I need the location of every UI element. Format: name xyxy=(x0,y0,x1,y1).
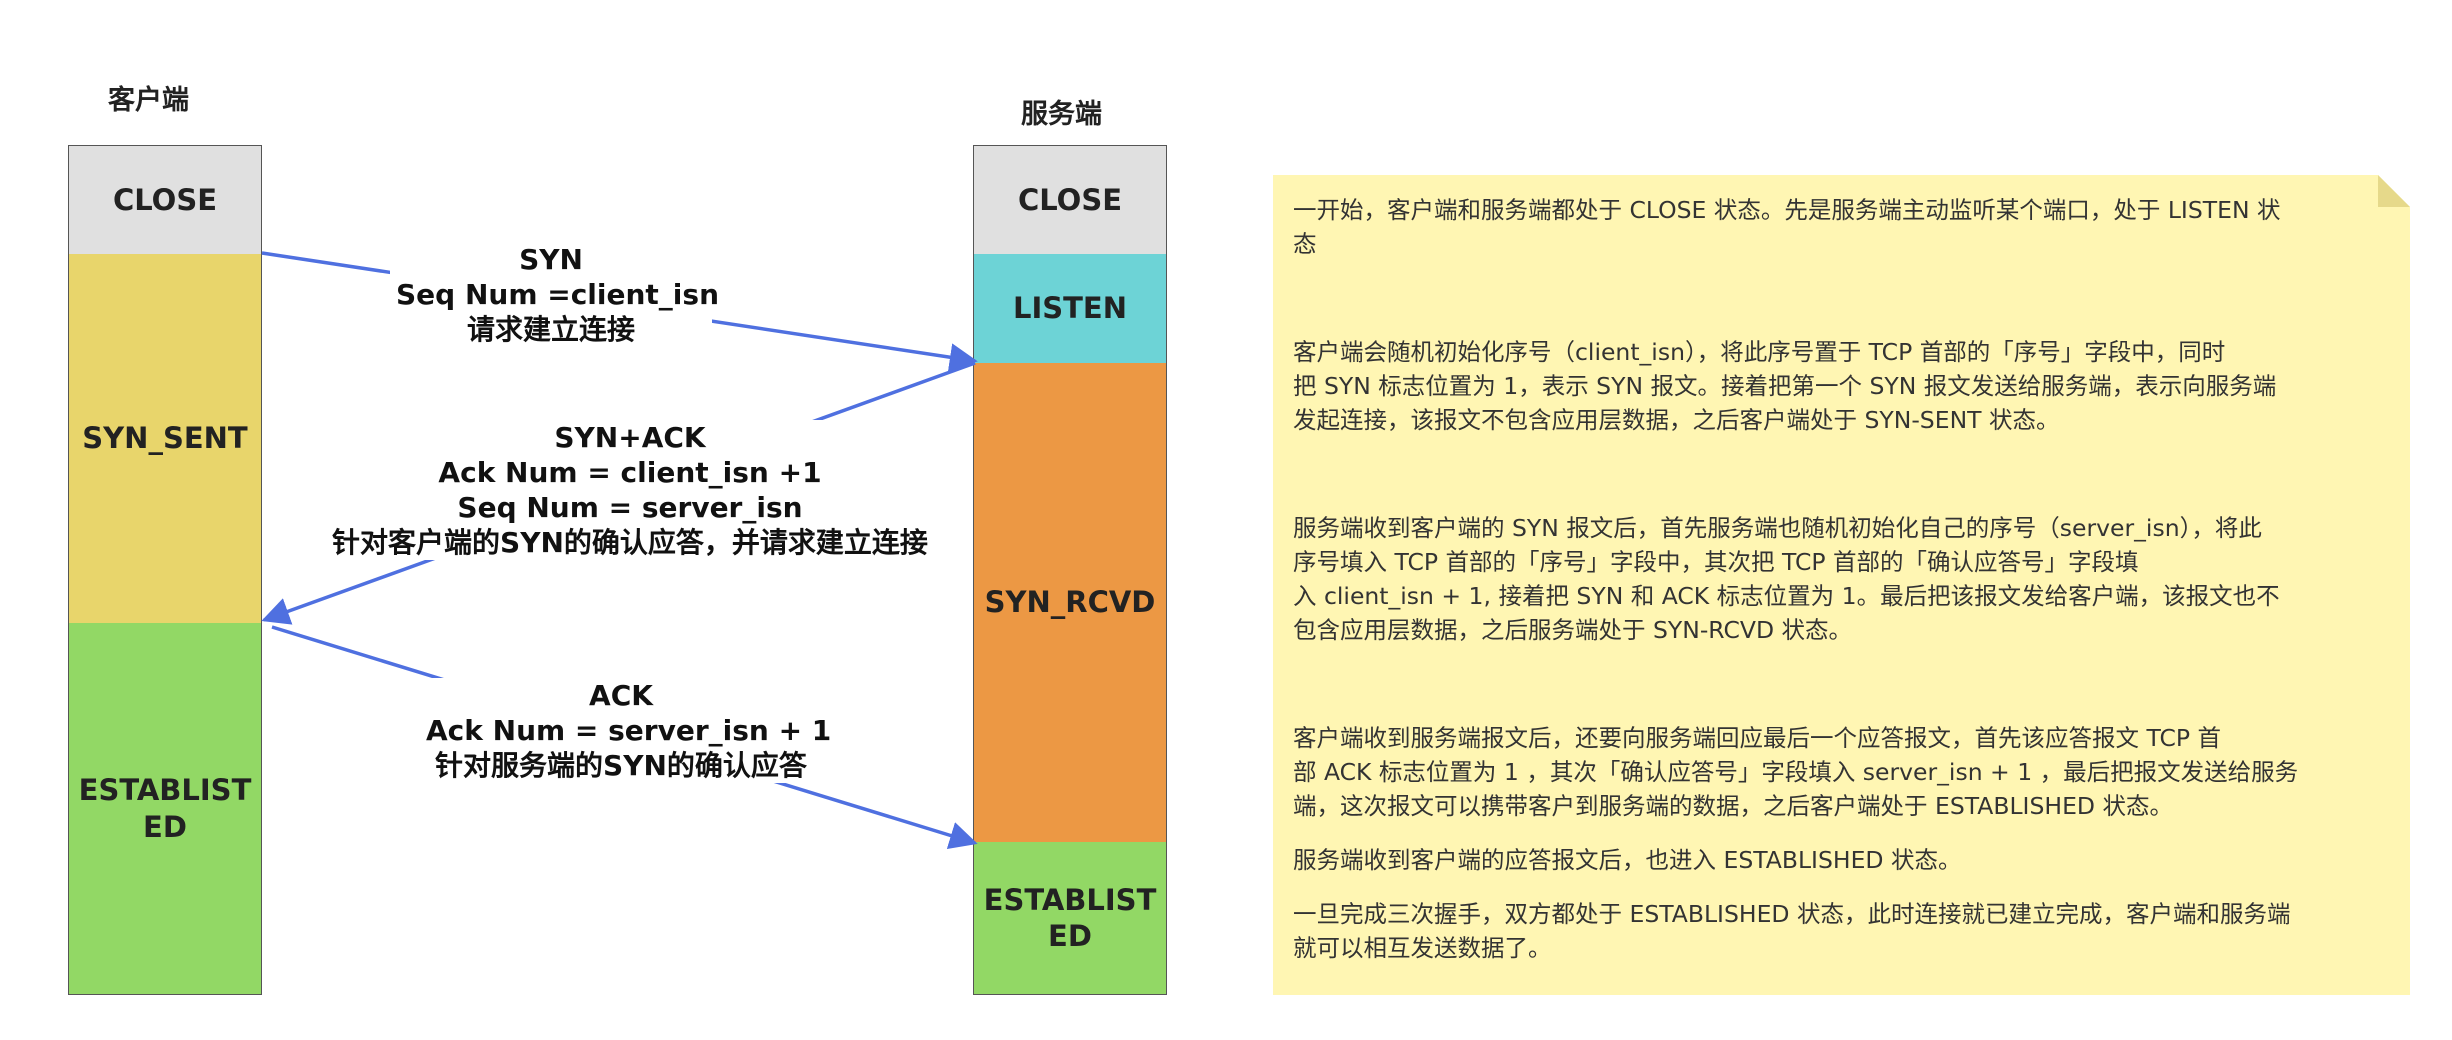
note-paragraph-3: 服务端收到客户端的 SYN 报文后，首先服务端也随机初始化自己的序号（serve… xyxy=(1293,511,2390,647)
message-line: 请求建立连接 xyxy=(466,313,635,346)
server-state-syn-rcvd: SYN_RCVD xyxy=(973,363,1167,843)
server-title: 服务端 xyxy=(1021,99,1102,130)
note-line: 包含应用层数据，之后服务端处于 SYN-RCVD 状态。 xyxy=(1293,616,1853,644)
note-line: 客户端收到服务端报文后，还要向服务端回应最后一个应答报文，首先该应答报文 TCP… xyxy=(1293,724,2221,752)
note-line: 服务端收到客户端的 SYN 报文后，首先服务端也随机初始化自己的序号（serve… xyxy=(1293,514,2262,542)
client-state-syn-sent: SYN_SENT xyxy=(68,254,262,624)
server-state-established: ESTABLIST ED xyxy=(973,842,1167,995)
note-line: 客户端会随机初始化序号（client_isn），将此序号置于 TCP 首部的「序… xyxy=(1293,338,2226,366)
server-state-listen: LISTEN xyxy=(973,254,1167,364)
note-paragraph-4: 客户端收到服务端报文后，还要向服务端回应最后一个应答报文，首先该应答报文 TCP… xyxy=(1293,721,2390,823)
note-paragraph-5: 服务端收到客户端的应答报文后，也进入 ESTABLISHED 状态。 xyxy=(1293,843,2390,877)
note-line: 序号填入 TCP 首部的「序号」字段中，其次把 TCP 首部的「确认应答号」字段… xyxy=(1293,548,2139,576)
client-state-established: ESTABLIST ED xyxy=(68,623,262,995)
note-paragraph-1: 一开始，客户端和服务端都处于 CLOSE 状态。先是服务端主动监听某个端口，处于… xyxy=(1293,193,2390,261)
message-line: Ack Num = client_isn +1 xyxy=(438,456,822,489)
explanation-note: 一开始，客户端和服务端都处于 CLOSE 状态。先是服务端主动监听某个端口，处于… xyxy=(1273,175,2410,995)
client-title: 客户端 xyxy=(108,85,189,116)
note-paragraph-2: 客户端会随机初始化序号（client_isn），将此序号置于 TCP 首部的「序… xyxy=(1293,335,2390,437)
note-line: 发起连接，该报文不包含应用层数据，之后客户端处于 SYN-SENT 状态。 xyxy=(1293,406,2060,434)
note-line: 一旦完成三次握手，双方都处于 ESTABLISHED 状态，此时连接就已建立完成… xyxy=(1293,900,2291,928)
message-line: ACK xyxy=(589,679,653,712)
server-state-close: CLOSE xyxy=(973,145,1167,255)
note-paragraph-6: 一旦完成三次握手，双方都处于 ESTABLISHED 状态，此时连接就已建立完成… xyxy=(1293,897,2390,965)
ack-message: ACK Ack Num = server_isn + 1 针对服务端的SYN的确… xyxy=(420,678,832,783)
message-line: 针对客户端的SYN的确认应答，并请求建立连接 xyxy=(332,526,928,559)
message-line: Seq Num =client_isn xyxy=(396,278,719,311)
message-line: Ack Num = server_isn + 1 xyxy=(426,714,832,747)
note-line: 就可以相互发送数据了。 xyxy=(1293,934,1552,962)
message-line: SYN+ACK xyxy=(554,421,706,454)
note-line: 一开始，客户端和服务端都处于 CLOSE 状态。先是服务端主动监听某个端口，处于… xyxy=(1293,196,2281,224)
note-line: 服务端收到客户端的应答报文后，也进入 ESTABLISHED 状态。 xyxy=(1293,846,1962,874)
message-line: SYN xyxy=(519,243,583,276)
note-line: 入 client_isn + 1, 接着把 SYN 和 ACK 标志位置为 1。… xyxy=(1293,582,2280,610)
message-line: Seq Num = server_isn xyxy=(457,491,803,524)
note-line: 态 xyxy=(1293,230,1317,258)
client-state-close: CLOSE xyxy=(68,145,262,255)
syn-ack-message: SYN+ACK Ack Num = client_isn +1 Seq Num … xyxy=(324,420,936,560)
syn-message: SYN Seq Num =client_isn 请求建立连接 xyxy=(390,242,719,347)
note-line: 把 SYN 标志位置为 1，表示 SYN 报文。接着把第一个 SYN 报文发送给… xyxy=(1293,372,2277,400)
message-line: 针对服务端的SYN的确认应答 xyxy=(435,749,807,782)
note-line: 端，这次报文可以携带客户到服务端的数据，之后客户端处于 ESTABLISHED … xyxy=(1293,792,2173,820)
note-line: 部 ACK 标志位置为 1 ，其次「确认应答号」字段填入 server_isn … xyxy=(1293,758,2299,786)
